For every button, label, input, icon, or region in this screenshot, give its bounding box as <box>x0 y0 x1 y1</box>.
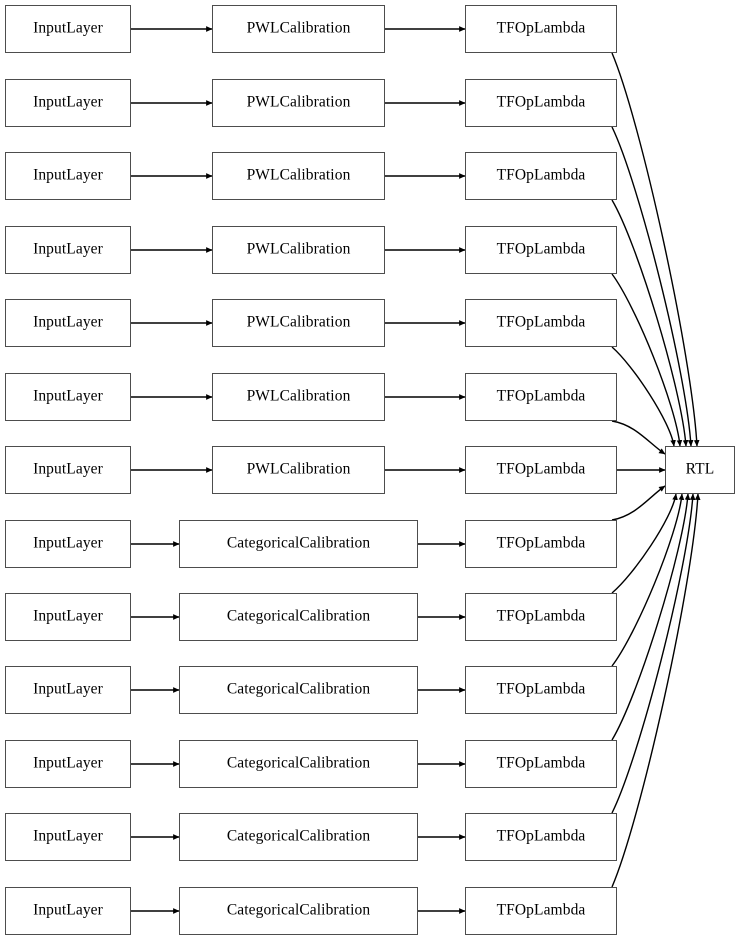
graph-edge-lam2-to-rtl <box>611 126 694 447</box>
graph-edge-lam4-to-rtl <box>611 273 683 447</box>
graph-node-label: PWLCalibration <box>246 19 351 37</box>
graph-node-label: CategoricalCalibration <box>226 754 371 772</box>
graph-node-label: InputLayer <box>33 827 103 845</box>
graph-node-label: PWLCalibration <box>246 166 351 184</box>
graph-node-label: InputLayer <box>33 387 103 405</box>
graph-edge-lam13-to-rtl <box>611 493 701 888</box>
graph-node-label: InputLayer <box>33 93 103 111</box>
graph-node-in13[interactable]: InputLayer <box>5 887 131 935</box>
graph-node-lam1[interactable]: TFOpLambda <box>465 5 617 53</box>
graph-node-label: InputLayer <box>33 534 103 552</box>
graph-node-in10[interactable]: InputLayer <box>5 666 131 714</box>
graph-edge-lam10-to-rtl <box>611 493 685 667</box>
graph-node-label: InputLayer <box>33 460 103 478</box>
graph-edge-lam6-to-rtl <box>611 420 666 455</box>
graph-node-label: TFOpLambda <box>496 607 586 625</box>
graph-edge-lam5-to-rtl <box>611 346 676 447</box>
graph-edge-lam8-to-rtl <box>611 485 666 521</box>
graph-node-lam3[interactable]: TFOpLambda <box>465 152 617 200</box>
graph-edge-lam11-to-rtl <box>611 493 691 741</box>
graph-node-label: InputLayer <box>33 313 103 331</box>
graph-node-cal1[interactable]: PWLCalibration <box>212 5 385 53</box>
graph-edge-lam3-to-rtl <box>611 199 689 447</box>
graph-node-label: TFOpLambda <box>496 460 586 478</box>
graph-node-cal3[interactable]: PWLCalibration <box>212 152 385 200</box>
graph-node-in8[interactable]: InputLayer <box>5 520 131 568</box>
graph-node-label: TFOpLambda <box>496 19 586 37</box>
graph-node-lam12[interactable]: TFOpLambda <box>465 813 617 861</box>
graph-edge-lam12-to-rtl <box>611 493 696 814</box>
graph-node-label: TFOpLambda <box>496 827 586 845</box>
graph-node-lam9[interactable]: TFOpLambda <box>465 593 617 641</box>
graph-node-label: CategoricalCalibration <box>226 827 371 845</box>
graph-node-label: PWLCalibration <box>246 387 351 405</box>
graph-node-in12[interactable]: InputLayer <box>5 813 131 861</box>
graph-node-label: PWLCalibration <box>246 93 351 111</box>
graph-node-label: InputLayer <box>33 166 103 184</box>
graph-edge-lam9-to-rtl <box>611 493 678 594</box>
graph-node-label: CategoricalCalibration <box>226 534 371 552</box>
graph-node-cal13[interactable]: CategoricalCalibration <box>179 887 418 935</box>
graph-node-in7[interactable]: InputLayer <box>5 446 131 494</box>
graph-node-cal9[interactable]: CategoricalCalibration <box>179 593 418 641</box>
graph-node-in5[interactable]: InputLayer <box>5 299 131 347</box>
graph-node-cal7[interactable]: PWLCalibration <box>212 446 385 494</box>
graph-node-label: CategoricalCalibration <box>226 607 371 625</box>
graph-node-label: RTL <box>685 460 715 478</box>
graph-node-label: InputLayer <box>33 901 103 919</box>
graph-node-lam13[interactable]: TFOpLambda <box>465 887 617 935</box>
graph-node-label: InputLayer <box>33 754 103 772</box>
graph-node-label: TFOpLambda <box>496 240 586 258</box>
graph-node-label: InputLayer <box>33 680 103 698</box>
graph-node-label: TFOpLambda <box>496 387 586 405</box>
graph-node-label: InputLayer <box>33 240 103 258</box>
graph-node-lam4[interactable]: TFOpLambda <box>465 226 617 274</box>
graph-node-label: TFOpLambda <box>496 901 586 919</box>
graph-node-label: TFOpLambda <box>496 534 586 552</box>
graph-node-label: TFOpLambda <box>496 680 586 698</box>
graph-node-cal5[interactable]: PWLCalibration <box>212 299 385 347</box>
graph-node-label: PWLCalibration <box>246 460 351 478</box>
graph-node-label: TFOpLambda <box>496 166 586 184</box>
graph-node-in1[interactable]: InputLayer <box>5 5 131 53</box>
graph-node-in4[interactable]: InputLayer <box>5 226 131 274</box>
graph-node-cal12[interactable]: CategoricalCalibration <box>179 813 418 861</box>
graph-node-label: CategoricalCalibration <box>226 901 371 919</box>
graph-node-lam8[interactable]: TFOpLambda <box>465 520 617 568</box>
graph-node-in2[interactable]: InputLayer <box>5 79 131 127</box>
graph-node-in6[interactable]: InputLayer <box>5 373 131 421</box>
graph-node-label: TFOpLambda <box>496 754 586 772</box>
graph-node-label: InputLayer <box>33 607 103 625</box>
graph-node-lam6[interactable]: TFOpLambda <box>465 373 617 421</box>
graph-node-label: InputLayer <box>33 19 103 37</box>
graph-node-cal2[interactable]: PWLCalibration <box>212 79 385 127</box>
graph-node-in11[interactable]: InputLayer <box>5 740 131 788</box>
graph-node-rtl[interactable]: RTL <box>665 446 735 494</box>
graph-node-lam10[interactable]: TFOpLambda <box>465 666 617 714</box>
graph-node-lam11[interactable]: TFOpLambda <box>465 740 617 788</box>
graph-node-lam5[interactable]: TFOpLambda <box>465 299 617 347</box>
graph-node-lam2[interactable]: TFOpLambda <box>465 79 617 127</box>
graph-node-label: TFOpLambda <box>496 313 586 331</box>
graph-node-label: TFOpLambda <box>496 93 586 111</box>
graph-node-cal11[interactable]: CategoricalCalibration <box>179 740 418 788</box>
graph-node-cal10[interactable]: CategoricalCalibration <box>179 666 418 714</box>
graph-node-lam7[interactable]: TFOpLambda <box>465 446 617 494</box>
graph-node-label: PWLCalibration <box>246 313 351 331</box>
graph-node-cal4[interactable]: PWLCalibration <box>212 226 385 274</box>
graph-node-in9[interactable]: InputLayer <box>5 593 131 641</box>
graph-node-cal8[interactable]: CategoricalCalibration <box>179 520 418 568</box>
graph-edge-lam1-to-rtl <box>611 52 700 447</box>
graph-node-label: CategoricalCalibration <box>226 680 371 698</box>
graph-node-label: PWLCalibration <box>246 240 351 258</box>
graph-node-cal6[interactable]: PWLCalibration <box>212 373 385 421</box>
graph-node-in3[interactable]: InputLayer <box>5 152 131 200</box>
